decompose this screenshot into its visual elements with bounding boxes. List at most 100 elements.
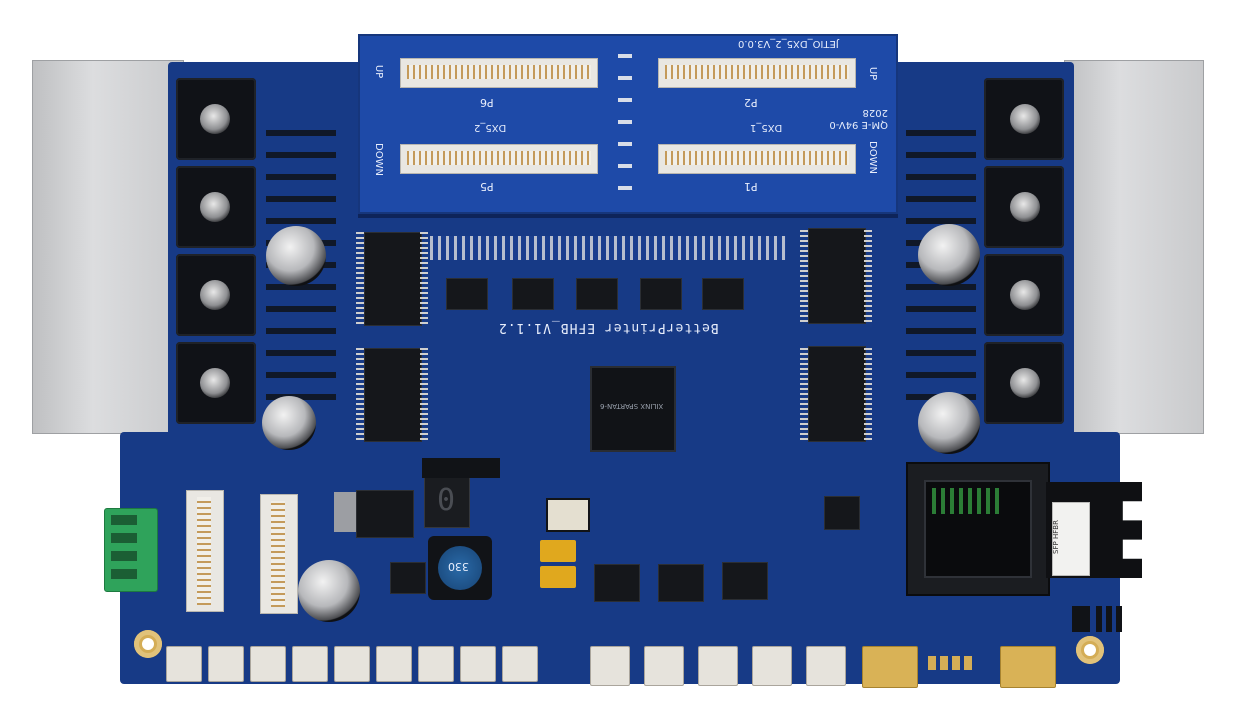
ic-pins	[864, 228, 872, 322]
small-ic	[446, 278, 488, 310]
small-ic	[512, 278, 554, 310]
fpga-text: XILINX SPARTAN-6	[600, 402, 664, 410]
mosfet	[176, 342, 256, 424]
logic-ic	[390, 562, 426, 594]
mosfet	[984, 342, 1064, 424]
jst-connector	[644, 646, 684, 686]
connector-slot	[665, 151, 849, 165]
small-ic	[640, 278, 682, 310]
jst-connector-gold	[862, 646, 918, 688]
vertical-connector	[186, 490, 224, 612]
logic-ic	[658, 564, 704, 602]
terminal-screws	[111, 515, 137, 585]
jst-connector	[376, 646, 412, 682]
crystal	[546, 498, 590, 532]
jst-connector-gold	[1000, 646, 1056, 688]
sticker-text: SFP HFBR	[1051, 520, 1060, 554]
screw	[200, 104, 230, 134]
jst-connector	[418, 646, 454, 682]
mosfet	[176, 254, 256, 336]
screw	[200, 192, 230, 222]
jst-connector	[698, 646, 738, 686]
mosfet	[176, 166, 256, 248]
tantalum-cap	[540, 540, 576, 562]
seven-segment-display: 0	[424, 476, 470, 528]
jst-connector	[292, 646, 328, 682]
voltage-regulator	[356, 490, 414, 538]
driver-ic	[364, 348, 422, 442]
connector-slot	[197, 497, 211, 605]
capacitor	[918, 392, 980, 454]
jst-connector	[166, 646, 202, 682]
black-header	[422, 458, 500, 478]
inductor-core	[438, 546, 482, 590]
ic-pins	[420, 232, 428, 324]
small-ic	[702, 278, 744, 310]
jst-connector	[752, 646, 792, 686]
capacitor	[918, 224, 980, 286]
connector-p1	[658, 144, 856, 174]
connector-p6-label: P6	[480, 96, 494, 109]
module-contacts	[932, 488, 1002, 514]
mosfet	[984, 78, 1064, 160]
jst-connector	[590, 646, 630, 686]
fpga-chip: XILINX SPARTAN-6	[590, 366, 676, 452]
inductor: 330	[428, 536, 492, 600]
connector-slot	[407, 65, 591, 79]
small-ic-row	[446, 270, 746, 316]
bottom-connector-row	[160, 638, 1060, 690]
jst-connector	[806, 646, 846, 686]
connector-p1-side: DOWN	[866, 141, 878, 174]
pin-header-small	[1096, 606, 1122, 632]
board-name-label: BetterPrinter EFHB_V1.1.2	[498, 320, 719, 335]
screw	[1010, 368, 1040, 398]
driver-ic	[364, 232, 422, 326]
jst-connector	[460, 646, 496, 682]
pin-header-row	[430, 236, 786, 260]
inductor-text: 330	[448, 560, 469, 573]
mount-hole	[134, 630, 162, 658]
mount-hole	[1076, 636, 1104, 664]
screw	[1010, 280, 1040, 310]
screw	[200, 280, 230, 310]
capacitor	[298, 560, 360, 622]
mosfet	[176, 78, 256, 160]
connector-p1-label: P1	[744, 180, 758, 193]
driver-ic	[808, 346, 866, 442]
module-sticker: SFP HFBR	[1052, 502, 1090, 576]
ic-pins	[800, 228, 808, 322]
logic-ic	[594, 564, 640, 602]
connector-slot	[271, 501, 285, 607]
connector-p5-side: DOWN	[372, 143, 384, 176]
display-digit: 0	[437, 483, 456, 518]
heatsink-left	[32, 60, 184, 434]
power-terminal	[104, 508, 158, 592]
ic-pins	[864, 346, 872, 440]
ic-pins	[420, 348, 428, 440]
screw	[1010, 192, 1040, 222]
adapter-board: JETIO_DX5_2_V3.0.0 QM-E 94V-0 2028 P6 UP…	[358, 34, 898, 214]
ic-pins	[356, 348, 364, 440]
tantalum-cap	[540, 566, 576, 588]
phy-chip	[824, 496, 860, 530]
screw	[1010, 104, 1040, 134]
pin-header-small	[1072, 606, 1090, 632]
connector-p2-label: P2	[744, 96, 758, 109]
connector-p6-side: UP	[373, 64, 385, 79]
vertical-connector	[260, 494, 298, 614]
mosfet-stack-right	[984, 78, 1064, 424]
adapter-mark: QM-E 94V-0 2028	[829, 107, 888, 130]
adapter-label: JETIO_DX5_2_V3.0.0	[738, 38, 839, 49]
jst-connector	[502, 646, 538, 682]
small-ic	[576, 278, 618, 310]
connector-p2	[658, 58, 856, 88]
connector-slot	[407, 151, 591, 165]
connector-p6	[400, 58, 598, 88]
ic-pins	[800, 346, 808, 440]
jst-connector	[208, 646, 244, 682]
heatsink-right	[1064, 60, 1204, 434]
test-points	[618, 54, 632, 194]
mosfet	[984, 254, 1064, 336]
network-module: SFP HFBR	[906, 462, 1142, 596]
